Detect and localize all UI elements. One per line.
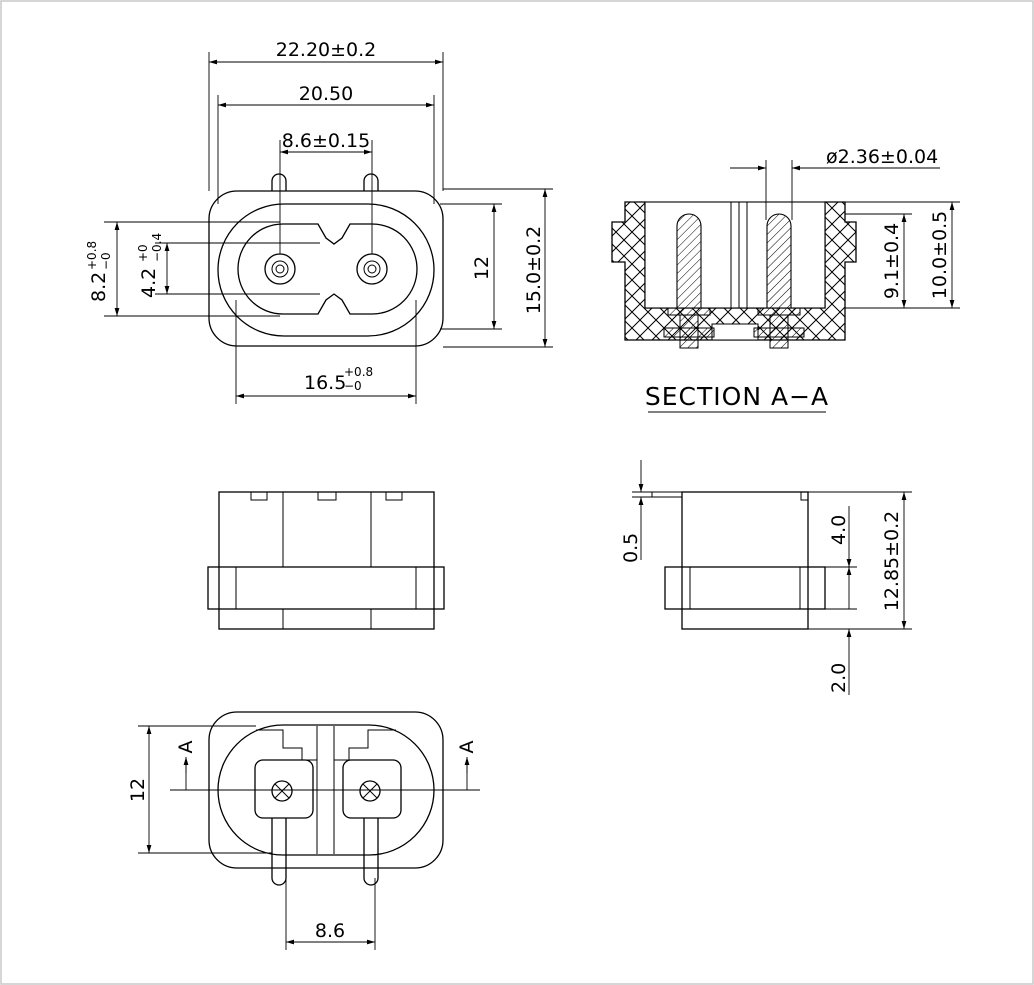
dim-body-height: 15.0±0.2 [523,226,545,314]
front-pin-right-inner [367,264,377,274]
bottom-view: A A 12 8.6 [127,711,480,950]
dim-total-height: 12.85±0.2 [881,511,903,612]
side-view: 0.5 4.0 12.85±0.2 2.0 [620,460,912,695]
dim-cavity-width-tol-upper: +0.8 [344,365,373,379]
front-pin-stub-right [363,173,379,191]
front-pin-left-outer [264,253,296,285]
dim-pin-pitch: 8.6±0.15 [282,130,370,152]
front-pin-left-mid [271,260,289,278]
front-cavity-figure8 [237,223,418,315]
front-pin-left-inner [275,264,285,274]
dim-neck-height: 4.2 [138,268,160,298]
dim-neck-height-tol-upper: +0 [136,244,150,262]
dim-overall-width: 22.20±0.2 [276,39,377,61]
dim-pin-length: 9.1±0.4 [881,223,903,299]
section-bottom-notch [711,323,759,341]
dim-opening-height-8-2-tol-upper: +0.8 [85,241,99,270]
dim-cavity-width-tol-lower: −0 [344,379,362,393]
front-pin-right-mid [363,260,381,278]
dim-top-step: 0.5 [620,533,642,563]
dim-neck-height-tol-lower: −0.4 [150,233,164,262]
section-view: ø2.36±0.04 9.1±0.4 10.0±0.5 SECTION A−A [611,146,960,413]
front-view: 22.20±0.2 20.50 8.6±0.15 12 15.0±0.2 16.… [85,39,553,404]
section-marker-right: A [456,741,478,754]
front-cavity-outer [217,203,435,337]
front-body-outline [208,190,444,347]
section-marker-left: A [175,741,197,754]
dim-opening-height-8-2-tol-lower: −0 [99,252,113,270]
section-title: SECTION A−A [645,382,829,411]
dim-flange-offset: 4.0 [828,515,850,545]
dim-bottom-step: 2.0 [828,663,850,693]
dim-pin-diameter: ø2.36±0.04 [826,146,938,168]
section-pin-left [676,213,702,309]
dim-opening-height-8-2: 8.2 [88,272,110,302]
front-pin-right-outer [356,253,388,285]
dim-depth: 10.0±0.5 [929,211,951,299]
dim-opening-height: 12 [471,256,493,280]
front-pin-stub-left [271,173,287,191]
section-pin-right [766,213,792,309]
dim-cavity-width: 16.5 [304,372,346,394]
dim-bottom-height: 12 [127,778,149,802]
top-view [207,491,445,630]
dim-bottom-pin-pitch: 8.6 [315,920,345,942]
section-cavity [644,201,826,309]
dim-inner-width: 20.50 [299,83,353,105]
